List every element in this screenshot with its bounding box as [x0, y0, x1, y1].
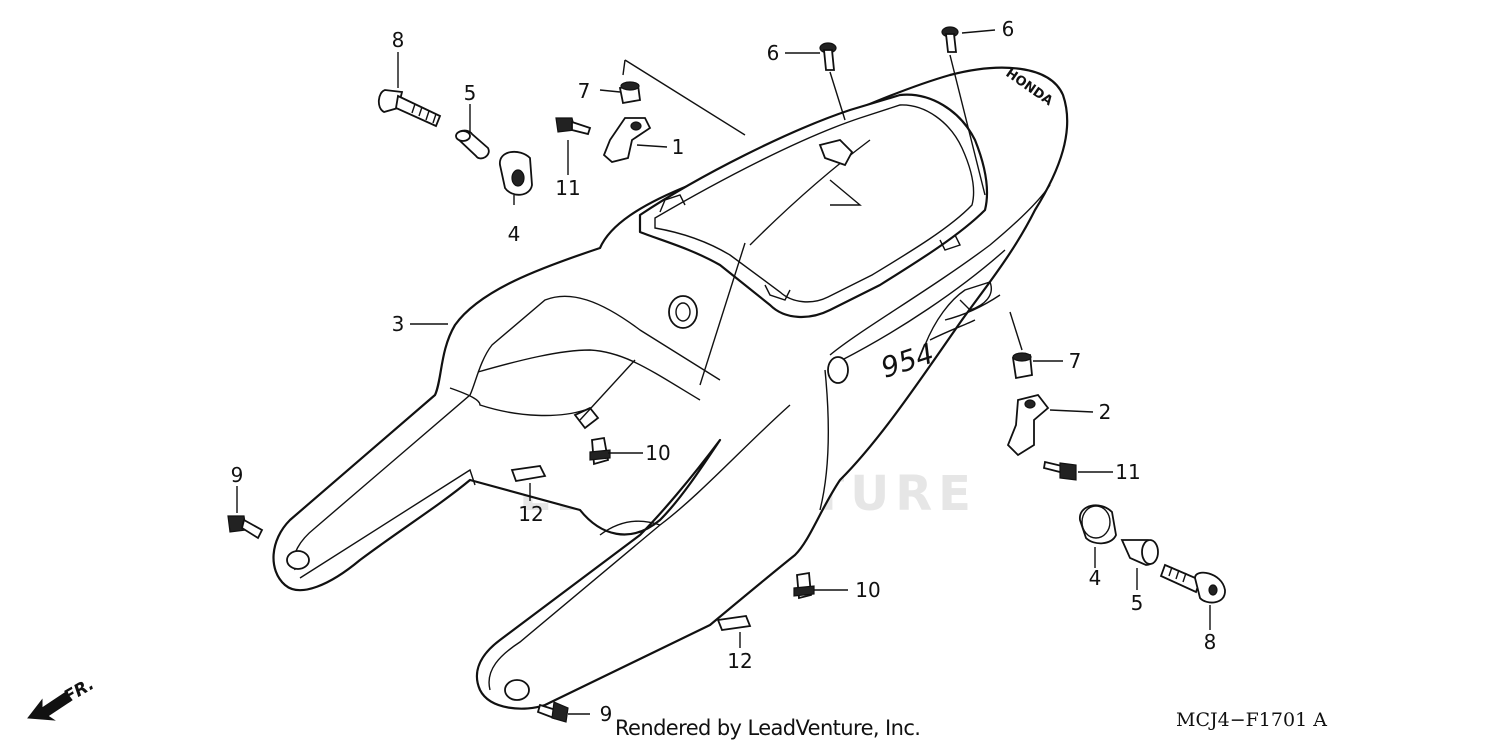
cowl-side-ridge — [829, 184, 1051, 356]
front-arrow-icon — [27, 691, 73, 721]
nut-7-left-icon — [618, 81, 642, 105]
pad-12-lower-icon — [716, 615, 752, 631]
cowl-inner-strut — [699, 242, 746, 386]
cowl-side-hole — [827, 356, 849, 384]
callout-6-right: 6 — [1002, 17, 1015, 41]
callout-9-right: 9 — [600, 702, 613, 726]
callout-8-lower: 8 — [1204, 630, 1217, 654]
callout-12-lower: 12 — [727, 649, 752, 673]
callout-1: 1 — [672, 135, 685, 159]
cowl-cross-member — [749, 139, 871, 246]
cowl-grommet-hole — [668, 295, 698, 329]
diagram-code: MCJ4−F1701 A — [1176, 709, 1327, 731]
screw-6-upper-right-icon — [941, 26, 959, 53]
screw-6-upper-left-icon — [819, 42, 837, 71]
render-credit: Rendered by LeadVenture, Inc. — [615, 716, 921, 740]
seat-opening-inner-lip — [654, 104, 975, 303]
callout-11-upper: 11 — [555, 176, 580, 200]
bracket-2-icon — [1006, 393, 1050, 457]
nut-7-right-icon — [1011, 352, 1033, 380]
clip-10-lower-icon — [793, 571, 815, 600]
bolt-8-left-icon — [377, 89, 442, 128]
cowl-side-ridge-2 — [841, 249, 1006, 361]
seat-opening — [638, 93, 989, 319]
bracket-1-icon — [602, 117, 652, 163]
cowl-grommet-inner — [675, 302, 691, 322]
callout-5-lower: 5 — [1131, 591, 1144, 615]
seat-tab-right — [939, 234, 961, 251]
grommet-4-left-icon — [499, 150, 533, 196]
cowl-left-end-hole — [286, 550, 310, 570]
cowl-right-end-hole — [504, 679, 530, 701]
rear-cowl-part-3: 954 HONDA — [272, 66, 1069, 710]
callout-5-upper: 5 — [464, 81, 477, 105]
rr-decal-icon — [924, 281, 1001, 346]
callout-8-upper: 8 — [392, 28, 405, 52]
front-indicator: FR. — [27, 674, 98, 721]
cowl-right-notch — [599, 520, 661, 536]
collar-5-left-icon — [455, 129, 490, 160]
leader-lines — [236, 29, 1211, 715]
callout-10-lower: 10 — [855, 578, 880, 602]
cowl-inner-curve — [477, 349, 701, 401]
cowl-inner-left-arm — [293, 295, 721, 571]
callout-10-upper: 10 — [645, 441, 670, 465]
collar-5-right-icon — [1120, 539, 1159, 566]
callout-7-right: 7 — [1069, 349, 1082, 373]
callout-3: 3 — [392, 312, 405, 336]
callout-4-upper: 4 — [508, 222, 521, 246]
callout-12-upper: 12 — [518, 502, 543, 526]
bolt-11-left-icon — [555, 117, 592, 136]
callout-6-left: 6 — [767, 41, 780, 65]
pad-12-upper-icon — [510, 465, 547, 483]
screw-9-right-icon — [536, 701, 569, 723]
callout-9-left: 9 — [231, 463, 244, 487]
seat-bracket — [818, 139, 854, 167]
seat-tab-bottom — [764, 284, 791, 301]
cowl-side-edge — [819, 369, 829, 511]
callouts: 8 5 4 11 7 1 6 6 3 7 2 11 10 10 9 9 12 1… — [231, 17, 1217, 726]
grommet-4-right-icon — [1079, 504, 1117, 545]
cowl-inner-right-arm — [488, 404, 791, 691]
cowl-left-arm-edge — [299, 468, 476, 579]
cowl-undercut-line — [449, 387, 586, 417]
bolt-11-right-icon — [1042, 460, 1077, 481]
cowl-clip-tab — [573, 406, 600, 430]
callout-2: 2 — [1099, 400, 1112, 424]
screw-9-left-icon — [227, 515, 264, 540]
callout-7-upper: 7 — [578, 79, 591, 103]
bolt-8-right-icon — [1159, 563, 1226, 604]
seat-tab-left — [659, 194, 686, 213]
clip-10-upper-icon — [589, 436, 611, 466]
callout-11-right: 11 — [1115, 460, 1140, 484]
callout-4-lower: 4 — [1089, 566, 1102, 590]
